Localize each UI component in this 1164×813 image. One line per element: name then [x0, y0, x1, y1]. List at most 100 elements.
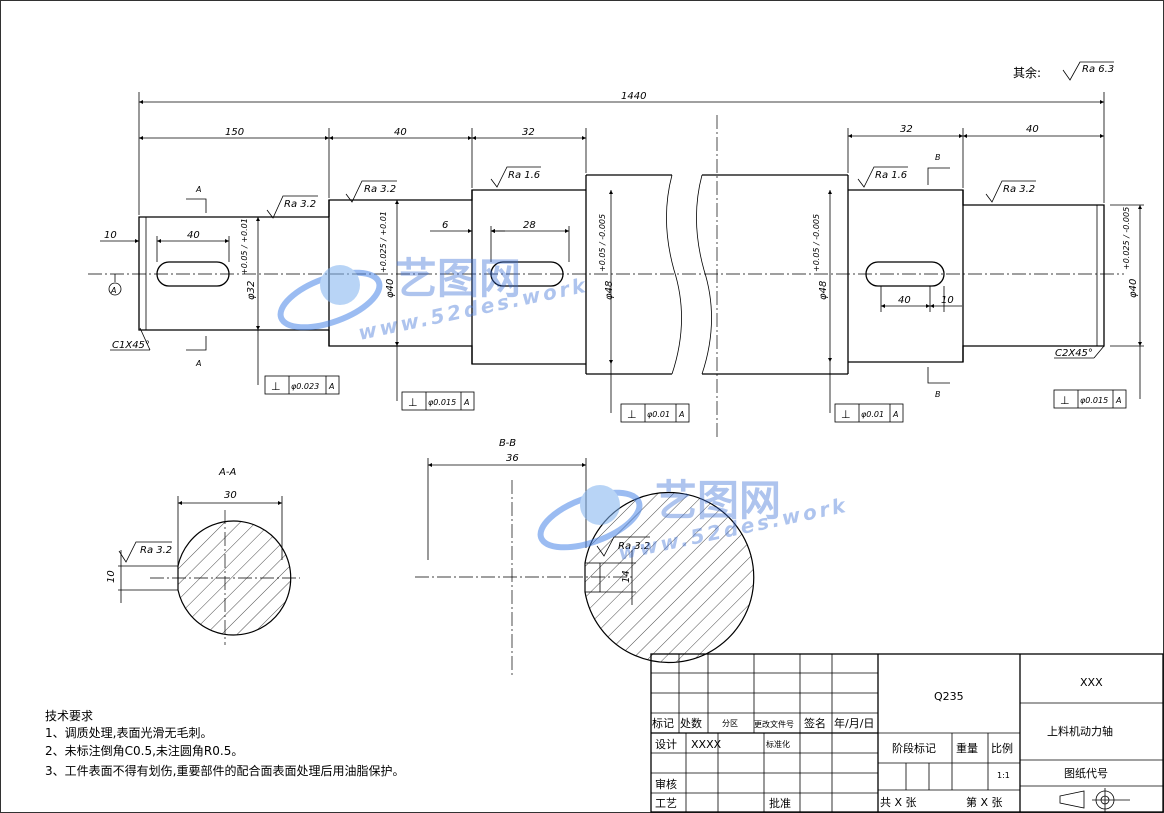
svg-text:设计: 设计	[655, 738, 677, 751]
svg-text:Ra 6.3: Ra 6.3	[1082, 64, 1114, 75]
dim-key-40: 40	[187, 230, 200, 241]
dim-10-right: 10	[941, 295, 954, 306]
middle-keyway	[490, 261, 564, 287]
svg-text:分区: 分区	[722, 719, 738, 728]
svg-text:A: A	[463, 398, 469, 407]
svg-text:Ra 3.2: Ra 3.2	[364, 184, 396, 195]
chamfer-left: C1X45°	[112, 340, 150, 351]
svg-text:年/月/日: 年/月/日	[834, 716, 874, 730]
svg-text:其余:: 其余:	[1013, 65, 1041, 80]
svg-text:φ0.015: φ0.015	[428, 398, 456, 407]
dim-40-a: 40	[394, 127, 407, 138]
dim-dia-32: φ32	[246, 281, 257, 300]
dim-6: 6	[442, 220, 448, 231]
svg-text:Ra 1.6: Ra 1.6	[508, 170, 540, 181]
svg-text:A: A	[678, 410, 684, 419]
shaft-main-view: 1440 150 40 32 32 40 10 40 6 28	[88, 91, 1144, 440]
dim-32-a: 32	[522, 127, 535, 138]
dim-32-b: 32	[900, 124, 913, 135]
material: Q235	[934, 690, 964, 703]
svg-text:φ0.01: φ0.01	[647, 410, 670, 419]
svg-text:Ra 3.2: Ra 3.2	[1003, 184, 1035, 195]
svg-text:标记: 标记	[652, 716, 674, 730]
dim-40-b: 40	[1026, 124, 1039, 135]
drawing-code: 图纸代号	[1064, 767, 1108, 780]
svg-text:⊥: ⊥	[1060, 394, 1070, 407]
part-name: 上料机动力轴	[1047, 724, 1113, 738]
section-b-top: B	[935, 153, 941, 162]
company: XXX	[1080, 676, 1103, 689]
datum-label: A	[110, 286, 116, 295]
svg-text:1、调质处理,表面光滑无毛刺。: 1、调质处理,表面光滑无毛刺。	[45, 726, 212, 740]
svg-text:艺图网: 艺图网	[655, 476, 781, 525]
svg-text:Ra 1.6: Ra 1.6	[875, 170, 907, 181]
dim-dia-40: φ40	[385, 279, 396, 298]
svg-text:⊥: ⊥	[271, 380, 281, 393]
section-b-b: B-B 36 14 Ra 3.2	[415, 438, 755, 678]
gdt-frames: ⊥ φ0.023 A ⊥ φ0.015 A ⊥ φ0.01 A ⊥ φ0.01 …	[257, 330, 1141, 423]
dim-key-40-right: 40	[898, 295, 911, 306]
roughness-other: 其余: Ra 6.3	[1013, 61, 1114, 81]
left-keyway	[156, 261, 230, 287]
svg-text:艺图网: 艺图网	[395, 254, 521, 303]
svg-text:Ra 3.2: Ra 3.2	[618, 541, 650, 552]
svg-text:14: 14	[621, 570, 632, 583]
svg-text:2、未标注倒角C0.5,未注圆角R0.5。: 2、未标注倒角C0.5,未注圆角R0.5。	[45, 743, 243, 758]
dim-dia-40b: φ40	[1128, 279, 1139, 298]
dim-dia-40b-tol: +0.025 / -0.005	[1122, 207, 1131, 270]
svg-text:φ0.01: φ0.01	[861, 410, 884, 419]
projection-symbol-icon	[1059, 788, 1130, 812]
svg-text:36: 36	[506, 453, 519, 464]
dim-dia-48b-tol: +0.05 / -0.005	[812, 214, 821, 272]
right-step-outline	[848, 189, 1105, 363]
svg-text:10: 10	[106, 570, 117, 583]
svg-text:技术要求: 技术要求	[45, 709, 93, 723]
svg-text:φ0.015: φ0.015	[1080, 396, 1108, 405]
svg-text:签名: 签名	[804, 716, 826, 730]
section-a-top: A	[195, 185, 201, 194]
svg-text:3、工件表面不得有划伤,重要部件的配合面表面处理后用油脂保护: 3、工件表面不得有划伤,重要部件的配合面表面处理后用油脂保护。	[45, 763, 404, 778]
chamfer-right: C2X45°	[1055, 348, 1093, 359]
svg-text:Ra 3.2: Ra 3.2	[140, 545, 172, 556]
break-line-left	[666, 174, 682, 375]
svg-text:⊥: ⊥	[408, 396, 418, 409]
svg-text:φ0.023: φ0.023	[291, 382, 319, 391]
svg-text:工艺: 工艺	[655, 797, 677, 810]
title-block: 标记 处数 分区 更改文件号 签名 年/月/日 设计 XXXX 标准化 审核 工…	[650, 653, 1164, 813]
dim-28: 28	[523, 220, 536, 231]
dim-dia-48-tol: +0.05 / -0.005	[598, 214, 607, 272]
watermark-1: 艺图网 www.52des.work	[277, 254, 590, 345]
svg-text:比例: 比例	[991, 741, 1013, 755]
svg-text:处数: 处数	[680, 717, 702, 730]
dim-dia-32-tol: +0.05 / +0.01	[240, 218, 249, 275]
svg-text:B-B: B-B	[499, 438, 516, 449]
svg-text:更改文件号: 更改文件号	[754, 719, 794, 729]
right-keyway	[865, 261, 945, 287]
svg-text:A-A: A-A	[218, 467, 236, 478]
svg-text:A: A	[892, 410, 898, 419]
svg-text:A: A	[328, 382, 334, 391]
datum-circle	[108, 282, 122, 296]
svg-text:⊥: ⊥	[627, 408, 637, 421]
roughness-symbols: Ra 3.2 Ra 3.2 Ra 1.6 Ra 1.6 Ra 3.2	[266, 166, 1036, 219]
svg-text:批准: 批准	[769, 796, 791, 810]
left-journal-outline	[138, 216, 329, 331]
dim-total-length: 1440	[621, 91, 646, 102]
svg-text:XXXX: XXXX	[691, 738, 722, 751]
svg-text:第 X 张: 第 X 张	[966, 795, 1003, 809]
dim-dia-48: φ48	[604, 281, 615, 300]
dim-dia-40-tol: +0.025 / +0.01	[379, 211, 388, 273]
svg-text:审核: 审核	[655, 777, 677, 791]
dim-150: 150	[225, 127, 244, 138]
dim-10: 10	[104, 230, 117, 241]
technical-requirements: 技术要求 1、调质处理,表面光滑无毛刺。 2、未标注倒角C0.5,未注圆角R0.…	[45, 709, 404, 778]
section-a-a: A-A 30 10 Ra 3.2	[106, 467, 300, 645]
svg-text:共 X 张: 共 X 张	[880, 796, 917, 809]
section-b-bottom: B	[935, 390, 941, 399]
svg-text:标准化: 标准化	[766, 739, 790, 749]
svg-text:1:1: 1:1	[997, 771, 1010, 780]
section-a-bottom: A	[195, 359, 201, 368]
svg-text:A: A	[1115, 396, 1121, 405]
